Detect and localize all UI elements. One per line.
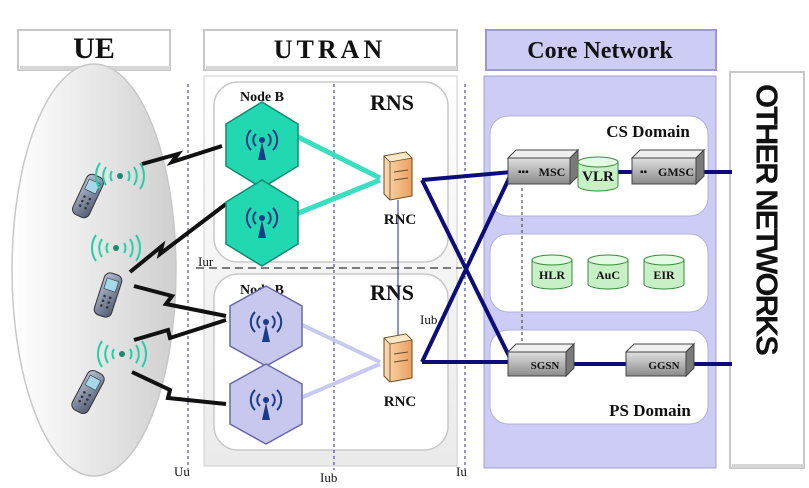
server-tower-icon: [383, 151, 413, 201]
iub-label-bottom: Iub: [320, 470, 337, 485]
ue-ellipse: [11, 63, 177, 477]
ue-header: UE: [73, 32, 115, 65]
auc-node: AuC: [587, 254, 629, 290]
vlr-label: VLR: [582, 169, 614, 185]
eir-label: EIR: [653, 268, 675, 282]
links: [128, 133, 732, 406]
msc-label: MSC: [539, 165, 566, 179]
router-box-icon: [624, 342, 696, 378]
iub-label-right: Iub: [420, 312, 437, 327]
svg-text:▪▪▪: ▪▪▪: [518, 167, 529, 178]
rnc-bottom: RNC: [383, 333, 417, 410]
rns-label-top: RNS: [370, 90, 414, 115]
core-header: Core Network: [527, 38, 673, 64]
interface-lines: [187, 84, 466, 470]
other-networks-label: OTHER NETWORKS: [750, 84, 785, 355]
eir-node: EIR: [643, 254, 685, 290]
iu-label: Iu: [456, 464, 467, 479]
core-network-section: Core Network CS Domain PS Domain: [483, 29, 717, 469]
iur-label: Iur: [198, 254, 214, 269]
rnc-label-bottom: RNC: [384, 394, 417, 410]
gmsc-node: GMSC ▪▪: [630, 148, 706, 186]
cs-domain-label: CS Domain: [606, 122, 690, 141]
ggsn-label: GGSN: [648, 360, 679, 372]
router-box-icon: [506, 148, 580, 186]
rns-label-bottom: RNS: [370, 280, 414, 305]
sgsn-label: SGSN: [531, 360, 560, 372]
uu-label: Uu: [174, 464, 190, 479]
nodeb-bottom: [229, 285, 303, 445]
gmsc-label: GMSC: [658, 165, 694, 179]
auc-label: AuC: [596, 268, 620, 282]
core-header-box: [485, 29, 717, 71]
router-box-icon: [506, 342, 576, 378]
other-networks-box: [729, 71, 805, 469]
msc-node: MSC ▪▪▪: [506, 148, 580, 186]
hlr-label: HLR: [539, 268, 565, 282]
rnc-top: RNC: [383, 151, 417, 228]
utran-header: UTRAN: [274, 35, 386, 64]
router-box-icon: [630, 148, 706, 186]
nodeb-label-top: Node B: [240, 90, 284, 105]
sgsn-node: SGSN: [506, 342, 576, 378]
hlr-node: HLR: [531, 254, 573, 290]
ps-domain-label: PS Domain: [609, 401, 691, 420]
utran-header-box: [203, 29, 458, 71]
ggsn-node: GGSN: [624, 342, 696, 378]
other-networks-section: OTHER NETWORKS: [729, 71, 805, 469]
rnc-label-top: RNC: [384, 212, 417, 228]
nodeb-top: [225, 101, 299, 267]
vlr-node: VLR: [577, 156, 619, 192]
svg-text:▪▪: ▪▪: [640, 167, 648, 178]
server-tower-icon: [383, 333, 413, 383]
